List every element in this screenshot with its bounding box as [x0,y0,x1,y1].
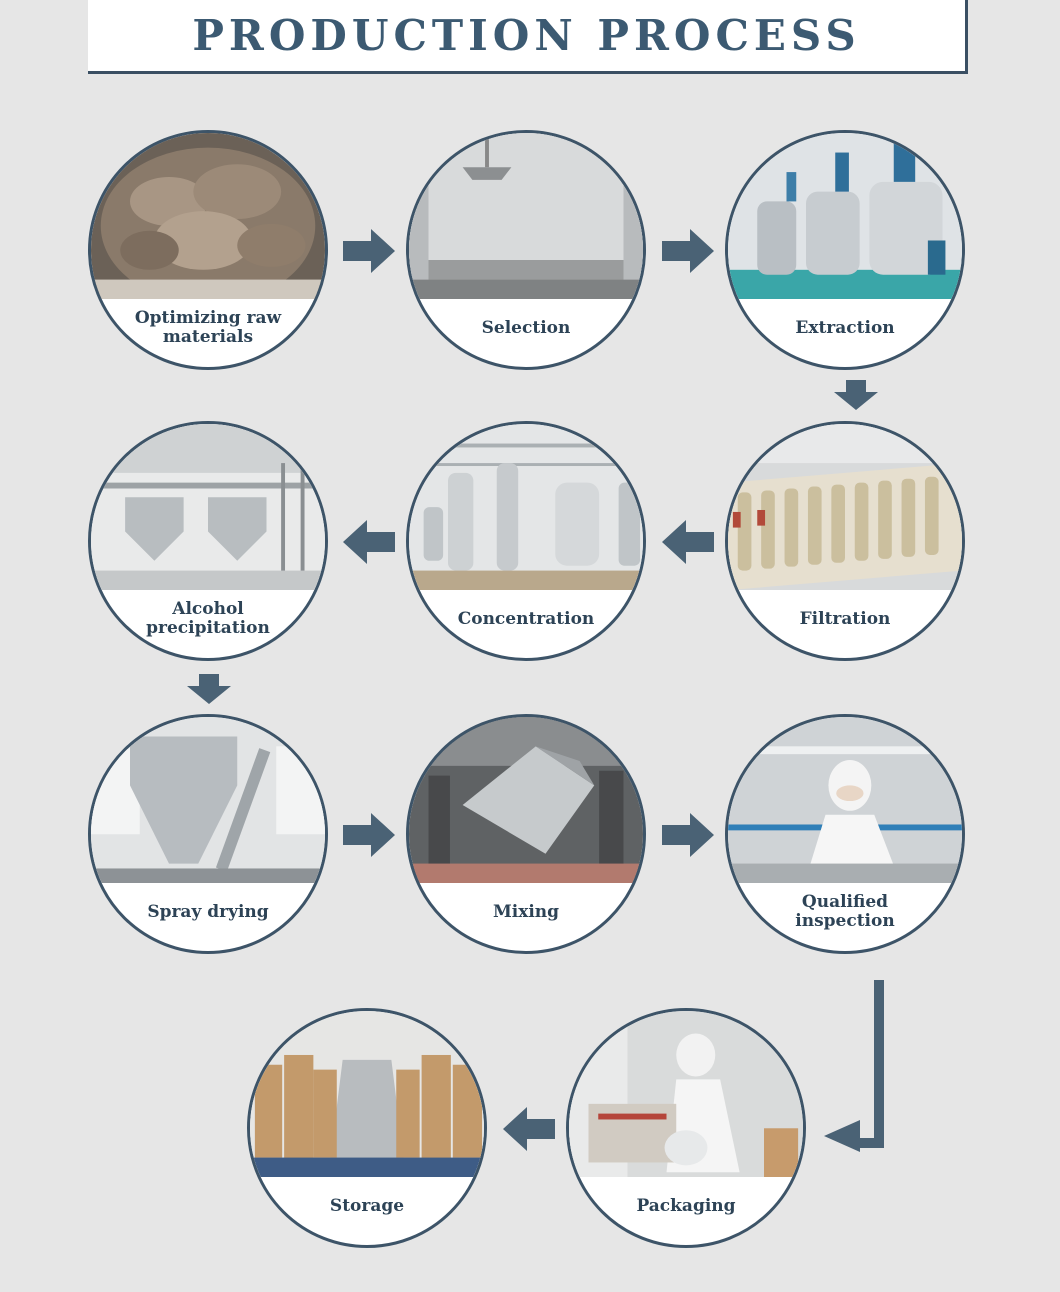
step-spray-drying: Spray drying [88,714,328,954]
arrow-right-icon [343,229,395,273]
mushroom-photo [91,133,325,300]
step-selection: Selection [406,130,646,370]
packaging-worker-photo [569,1011,803,1178]
mixer-photo [409,717,643,884]
evaporator-photo [409,424,643,591]
lab-worker-photo [728,717,962,884]
precipitation-tanks-photo [91,424,325,591]
step-label: Packaging [636,1195,736,1216]
step-concentration: Concentration [406,421,646,661]
page-title: PRODUCTION PROCESS [192,11,861,60]
arrow-left-icon [662,520,714,564]
step-label: Spray drying [147,901,269,922]
extraction-tanks-photo [728,133,962,300]
step-label: Optimizing raw materials [134,308,282,348]
warehouse-drums-photo [250,1011,484,1178]
step-label: Concentration [457,608,595,629]
arrow-down-icon [834,380,878,410]
step-qualified-inspection: Qualified inspection [725,714,965,954]
arrow-left-icon [503,1107,555,1151]
step-filtration: Filtration [725,421,965,661]
step-extraction: Extraction [725,130,965,370]
arrow-left-icon [343,520,395,564]
arrow-corner-icon [824,980,886,1152]
step-label: Filtration [799,608,891,629]
step-label: Qualified inspection [795,892,895,932]
step-mixing: Mixing [406,714,646,954]
step-optimizing-raw-materials: Optimizing raw materials [88,130,328,370]
step-label: Storage [329,1195,405,1216]
arrow-right-icon [662,229,714,273]
filter-press-photo [728,424,962,591]
step-label: Alcohol precipitation [146,599,270,639]
step-alcohol-precipitation: Alcohol precipitation [88,421,328,661]
step-label: Extraction [795,317,895,338]
title-banner: PRODUCTION PROCESS [88,0,968,74]
step-packaging: Packaging [566,1008,806,1248]
arrow-down-icon [187,674,231,704]
clean-room-photo [409,133,643,300]
step-storage: Storage [247,1008,487,1248]
arrow-right-icon [662,813,714,857]
step-label: Mixing [492,901,560,922]
spray-dryer-photo [91,717,325,884]
arrow-right-icon [343,813,395,857]
step-label: Selection [481,317,571,338]
